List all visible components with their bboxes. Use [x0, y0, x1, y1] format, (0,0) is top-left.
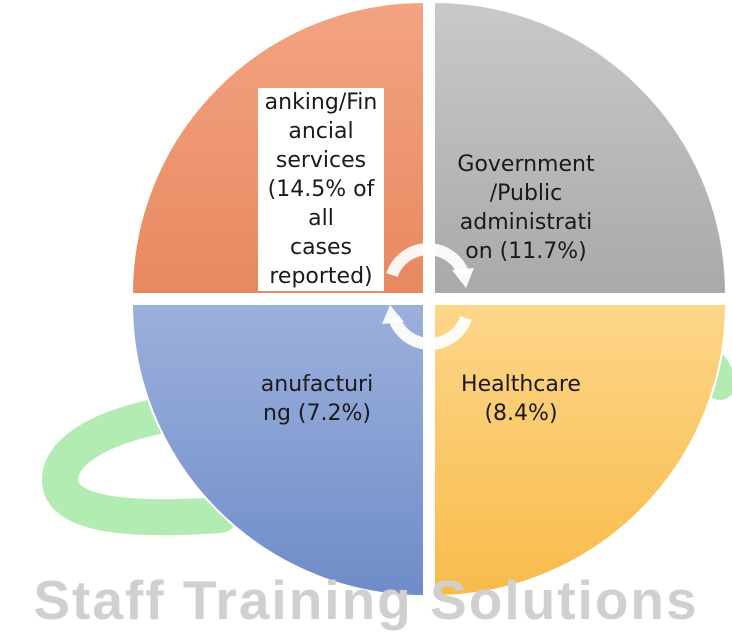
- arrow-bottom: [388, 315, 472, 350]
- arrow-top: [386, 243, 470, 278]
- segment-government: [433, 0, 728, 295]
- cycle-arrows: [382, 243, 474, 350]
- segment-banking-label: anking/Fin ancial services (14.5% of all…: [258, 88, 384, 291]
- arrow-bottom-head: [382, 305, 404, 324]
- segment-healthcare-label: Healthcare (8.4%): [461, 372, 581, 426]
- watermark-text: Staff Training Solutions: [33, 569, 699, 631]
- segment-government-label: Government /Public administrati on (11.7…: [457, 152, 595, 264]
- segment-healthcare: [433, 303, 728, 598]
- arrow-top-head: [452, 268, 474, 288]
- segment-manufacturing: [130, 303, 425, 598]
- segment-manufacturing-label: anufacturi ng (7.2%): [260, 372, 374, 426]
